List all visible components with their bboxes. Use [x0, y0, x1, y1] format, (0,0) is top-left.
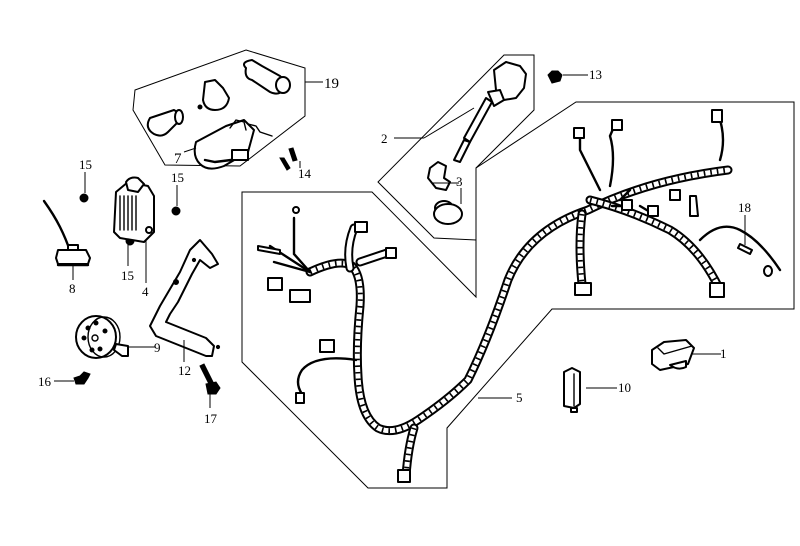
callout-18: 18: [738, 200, 751, 215]
callout-3: 3: [456, 174, 463, 189]
main-harness-5: [257, 109, 782, 483]
callout-16: 16: [38, 374, 52, 389]
callout-14: 14: [298, 166, 312, 181]
leader-2b: [423, 107, 475, 139]
callout-8: 8: [69, 281, 76, 296]
starter-relay-10: [563, 367, 581, 413]
callout-15c: 15: [121, 268, 134, 283]
callout-12: 12: [178, 363, 191, 378]
callout-1: 1: [720, 346, 727, 361]
frame-main-harness: [241, 101, 795, 489]
screws-14: [279, 147, 298, 171]
callout-10: 10: [618, 380, 631, 395]
grommet-15a: [79, 193, 89, 203]
bolt-17: [199, 363, 221, 395]
bolt-16: [73, 371, 91, 385]
callout-2: 2: [381, 131, 388, 146]
leader-7: [183, 147, 197, 153]
horn-9: [75, 315, 129, 359]
bracket-12: [149, 239, 221, 357]
callout-9: 9: [154, 340, 161, 355]
ignition-coil: [427, 61, 527, 225]
callout-17: 17: [204, 411, 218, 426]
relay-1: [651, 339, 695, 371]
callout-4: 4: [142, 284, 149, 299]
callout-7: 7: [174, 151, 182, 167]
lock-set-parts: [146, 59, 291, 170]
grommet-15b: [171, 206, 181, 216]
callout-15a: 15: [79, 157, 92, 172]
callout-15b: 15: [171, 170, 184, 185]
callout-5: 5: [516, 390, 523, 405]
callout-19: 19: [324, 76, 339, 92]
nut-13: [547, 70, 563, 84]
regulator-4: [113, 176, 155, 243]
callout-13: 13: [589, 67, 602, 82]
flasher-8: [42, 199, 91, 267]
